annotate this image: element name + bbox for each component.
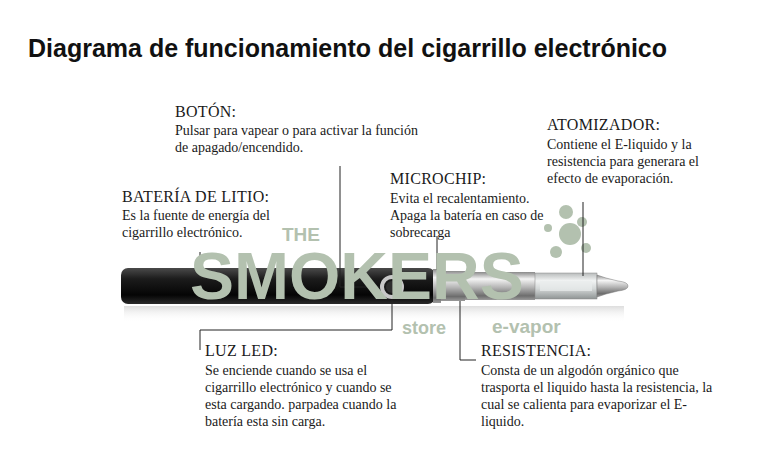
callout-text: Se enciende cuando se usa el cigarrillo … bbox=[205, 362, 405, 430]
callout-text: Pulsar para vapear o para activar la fun… bbox=[175, 122, 425, 156]
watermark: e-vapor bbox=[492, 316, 561, 338]
callout-heading: MICROCHIP: bbox=[390, 170, 486, 188]
callout-heading: RESISTENCIA: bbox=[481, 342, 591, 360]
diagram-title: Diagrama de funcionamiento del cigarrill… bbox=[28, 34, 667, 63]
callout-heading: BOTÓN: bbox=[175, 103, 236, 121]
callout-text: Es la fuente de energía del cigarrillo e… bbox=[122, 207, 290, 241]
callout-heading: LUZ LED: bbox=[205, 342, 278, 360]
watermark: SMOKERS bbox=[190, 238, 524, 314]
callout-text: Evita el recalentamiento. Apaga la bater… bbox=[390, 190, 558, 241]
callout-heading: BATERÍA DE LITIO: bbox=[122, 188, 269, 206]
callout-heading: ATOMIZADOR: bbox=[547, 116, 660, 134]
watermark: store bbox=[402, 318, 446, 339]
callout-text: Consta de un algodón orgánico que traspo… bbox=[481, 362, 713, 430]
callout-text: Contiene el E-liquido y la resistencia p… bbox=[547, 136, 727, 187]
mouthpiece bbox=[597, 275, 628, 297]
watermark-bubbles bbox=[544, 205, 591, 258]
glass-tank bbox=[535, 273, 597, 299]
inner-coil bbox=[540, 281, 592, 291]
